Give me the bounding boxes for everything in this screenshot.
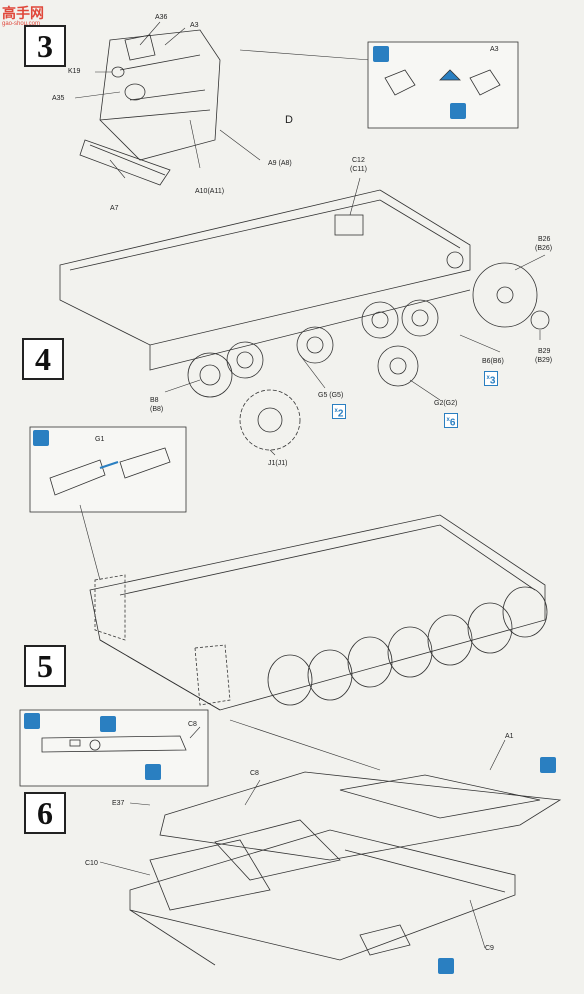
part-label: B26 [538,236,551,243]
part-label: A7 [110,205,119,212]
step3-inset-parts [384,69,501,96]
part-label: G5 (G5) [318,392,344,399]
part-label: J1(J1) [268,460,288,467]
step4-hull [59,189,471,371]
part-label: E37 [112,800,125,807]
quantity-value: 6 [449,417,456,429]
step-number-box: 3 [24,25,66,67]
part-label: B29 [538,348,551,355]
inset-part-label: A3 [490,46,499,53]
watermark-logo: 高手网 gao-shou.com [2,3,44,27]
step5-assembled-hull [89,514,546,711]
step4-inset-frame [29,426,187,513]
part-label: A1 [505,733,514,740]
glue-icon [24,713,40,729]
quantity-badge: x6 [444,413,458,428]
part-label: B8 [150,397,159,404]
step6-leaders [99,719,506,949]
attach-icon [100,716,116,732]
part-label: (C11) [350,166,367,173]
step6-upper-hull [129,771,562,966]
inset-part-label: G1 [95,436,105,443]
part-label: A36 [155,14,168,21]
quantity-badge: x2 [332,404,346,419]
step5-road-wheels [267,586,548,706]
part-label: (B26) [535,245,553,252]
part-label: C9 [485,945,494,952]
part-label: C8 [250,770,259,777]
glue-icon [33,430,49,446]
part-label: A10(A11) [195,188,225,195]
step3-inset-frame [367,41,519,129]
part-label: A35 [52,95,65,102]
quantity-value: 2 [337,408,344,420]
step4-inset-track-links [49,447,171,496]
drill-icon [145,764,161,780]
glue-icon [373,46,389,62]
part-label: K19 [68,68,81,75]
step4-leaders [164,177,546,456]
direction-label: D [285,114,293,126]
step3-leaders [74,21,371,179]
step3-hull-front [79,29,221,186]
watermark-url: gao-shou.com [2,21,41,27]
cement-icon [540,757,556,773]
quantity-value: 3 [489,375,496,387]
part-label: G2(G2) [434,400,458,407]
part-label: C10 [85,860,98,867]
attach-icon [450,103,466,119]
quantity-badge: x3 [484,371,498,386]
part-label: A3 [190,22,199,29]
part-label: C12 [352,157,365,164]
watermark-brand: 高手网 [2,5,44,21]
step6-inset-plate [41,735,187,753]
part-label: A9 (A8) [268,160,292,167]
step-number-box: 4 [22,338,64,380]
step-number-box: 6 [24,792,66,834]
step5-leader [79,504,101,581]
part-label: (B8) [150,406,164,413]
attach-icon [438,958,454,974]
inset-part-label: C8 [188,721,197,728]
part-label: (B29) [535,357,553,364]
step-number-box: 5 [24,645,66,687]
part-label: B6(B6) [482,358,504,365]
step4-road-wheels [187,251,550,451]
